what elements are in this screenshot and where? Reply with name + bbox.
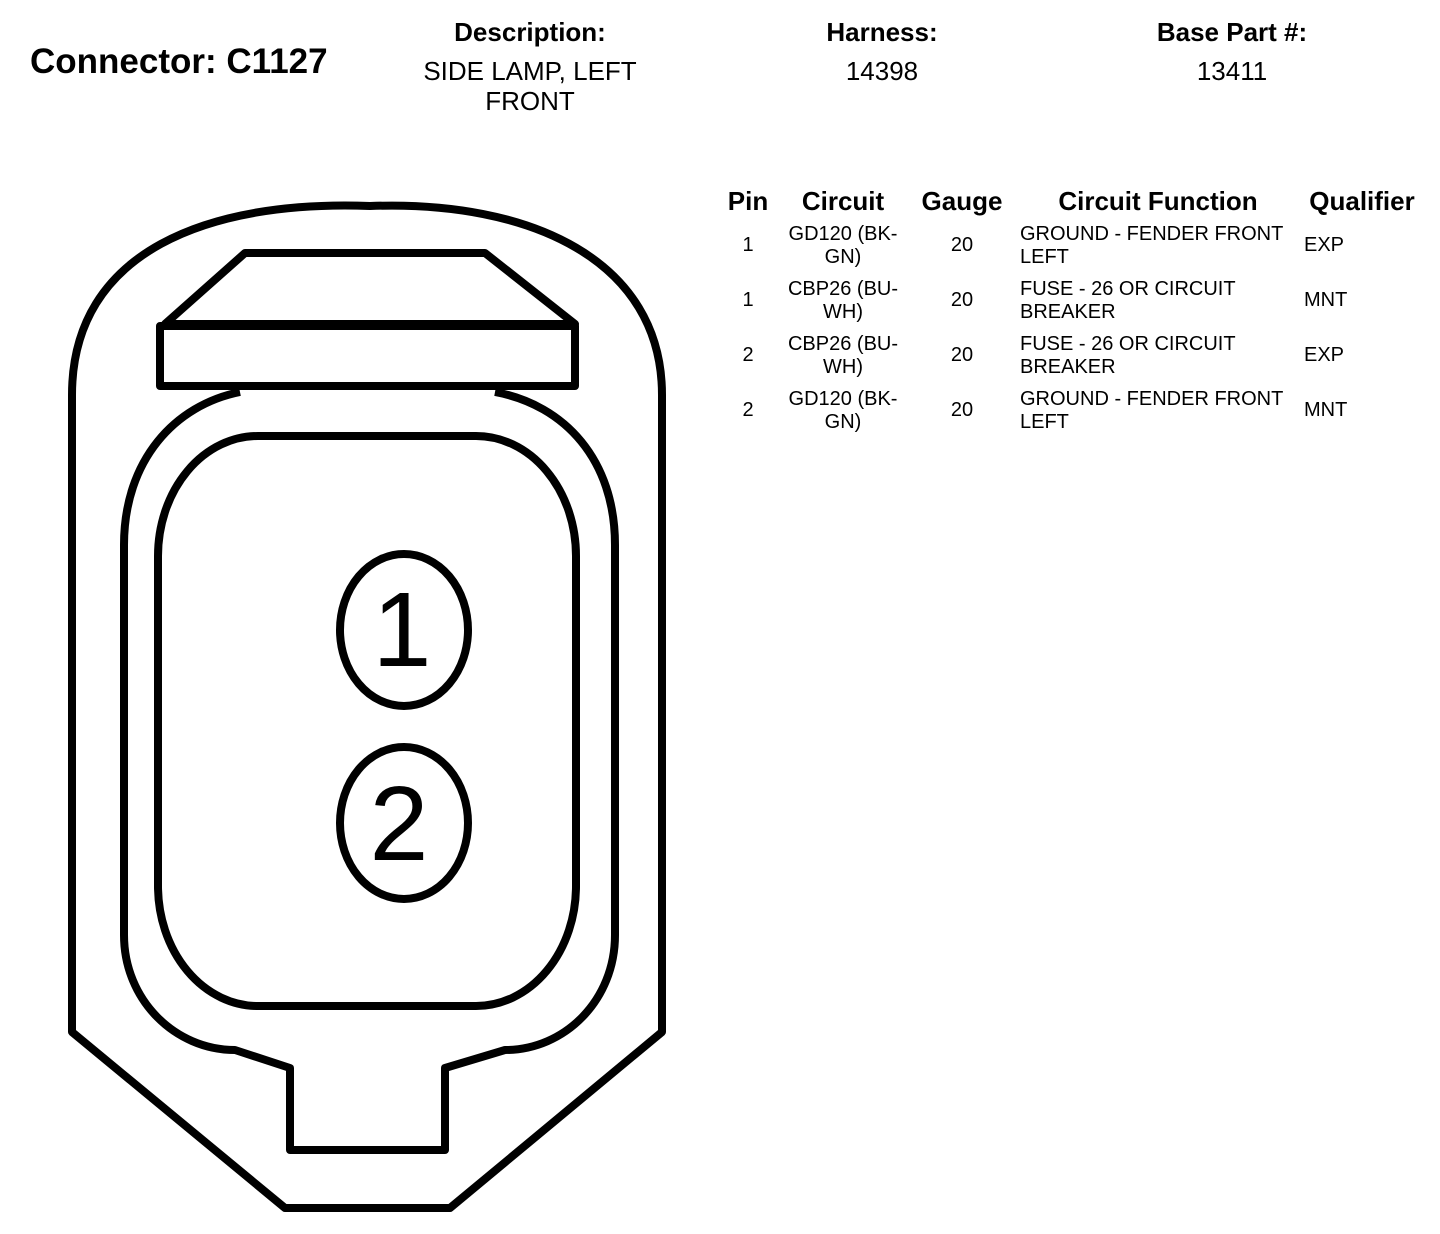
cell-circuit: GD120 (BK-GN): [788, 387, 898, 433]
cell-qualifier: EXP: [1304, 234, 1345, 256]
cell-circuit-function: GROUND - FENDER FRONT LEFT: [1020, 222, 1283, 268]
pin-2-label: 2: [370, 765, 429, 883]
cell-circuit: CBP26 (BU-WH): [787, 332, 899, 378]
harness-field: Harness: 14398: [762, 16, 1002, 86]
cell-circuit-function: FUSE - 26 OR CIRCUIT BREAKER: [1020, 277, 1236, 323]
harness-value: 14398: [845, 56, 919, 86]
cell-gauge: 20: [950, 289, 974, 311]
cell-circuit-function: GROUND - FENDER FRONT LEFT: [1020, 387, 1283, 433]
pin-1-circle: [336, 550, 472, 710]
connector-face-diagram: 1 2: [68, 201, 666, 1212]
description-value: SIDE LAMP, LEFT FRONT: [423, 56, 637, 116]
table-row: 1 CBP26 (BU-WH) 20 FUSE - 26 OR CIRCUIT …: [718, 273, 1424, 328]
cell-circuit: CBP26 (BU-WH): [787, 277, 899, 323]
description-label: Description:: [454, 17, 606, 47]
cell-qualifier: MNT: [1304, 399, 1348, 421]
cell-pin: 2: [742, 399, 754, 421]
base-part-label: Base Part #:: [1156, 17, 1308, 47]
table-row: 2 GD120 (BK-GN) 20 GROUND - FENDER FRONT…: [718, 383, 1424, 438]
pin-table-header-row: Pin Circuit Gauge Circuit Function Quali…: [718, 184, 1424, 218]
connector-outer-housing: [68, 201, 666, 1212]
cell-qualifier: EXP: [1304, 344, 1345, 366]
table-row: 1 GD120 (BK-GN) 20 GROUND - FENDER FRONT…: [718, 218, 1424, 273]
column-header-gauge: Gauge: [921, 185, 1003, 216]
pin-2-circle: [336, 743, 472, 903]
cell-qualifier: MNT: [1304, 289, 1348, 311]
cell-circuit: GD120 (BK-GN): [788, 222, 898, 268]
latch-cap: [161, 249, 579, 328]
column-header-circuit: Circuit: [801, 185, 885, 216]
column-header-pin: Pin: [727, 185, 769, 216]
cell-circuit-function: FUSE - 26 OR CIRCUIT BREAKER: [1020, 332, 1236, 378]
pin-table: Pin Circuit Gauge Circuit Function Quali…: [718, 184, 1424, 438]
table-row: 2 CBP26 (BU-WH) 20 FUSE - 26 OR CIRCUIT …: [718, 328, 1424, 383]
lock-bar: [156, 322, 579, 390]
cell-pin: 1: [742, 234, 754, 256]
connector-title: Connector: C1127: [30, 42, 328, 81]
cell-gauge: 20: [950, 234, 974, 256]
column-header-circuit-function: Circuit Function: [1058, 185, 1258, 216]
column-header-qualifier: Qualifier: [1309, 185, 1415, 216]
cell-pin: 1: [742, 289, 754, 311]
connector-inner-cavity: [154, 432, 580, 1010]
base-part-field: Base Part #: 13411: [1112, 16, 1352, 86]
base-part-value: 13411: [1196, 56, 1268, 86]
cell-gauge: 20: [950, 399, 974, 421]
cell-pin: 2: [742, 344, 754, 366]
cell-gauge: 20: [950, 344, 974, 366]
harness-label: Harness:: [826, 17, 938, 47]
pin-1-label: 1: [373, 571, 432, 689]
connector-middle-contour: [120, 388, 619, 1154]
description-field: Description: SIDE LAMP, LEFT FRONT: [395, 16, 665, 116]
